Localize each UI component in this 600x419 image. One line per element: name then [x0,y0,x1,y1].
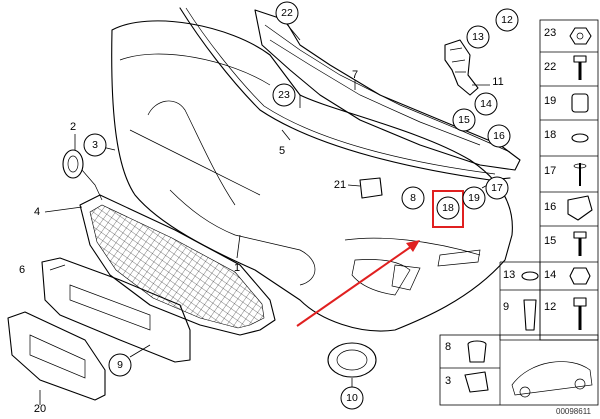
panel-label-3: 3 [445,375,451,387]
callout-3: 3 [83,133,107,157]
document-id: 00098611 [556,407,592,416]
panel-label-16: 16 [544,201,556,213]
panel-label-17: 17 [544,165,556,177]
panel-label-23: 23 [544,27,556,39]
panel-label-15: 15 [544,235,556,247]
svg-text:17: 17 [491,182,503,194]
panel-label-18: 18 [544,129,556,141]
callout-1: 1 [234,262,240,274]
svg-text:12: 12 [501,14,513,26]
side-parts-panel [439,19,599,406]
callout-20: 20 [34,403,46,415]
callout-17: 17 [485,176,509,200]
callout-11: 11 [492,76,503,88]
license-plate-base [41,257,191,363]
svg-text:23: 23 [278,89,290,101]
svg-text:9: 9 [117,359,123,371]
callout-9-main: 9 [108,353,132,377]
callout-18-main: 18 [436,196,460,220]
callout-8-main: 8 [401,186,425,210]
panel-label-14: 14 [544,269,556,281]
callout-21: 21 [334,179,346,191]
svg-text:13: 13 [472,31,484,43]
upper-trim-strip [179,7,511,181]
fog-lamp-ring [327,342,377,378]
panel-label-13: 13 [503,269,515,281]
callout-22-top: 22 [275,1,299,25]
callout-14: 14 [474,92,498,116]
grille [79,194,276,336]
panel-label-22: 22 [544,61,556,73]
side-part-icons [464,27,593,398]
callout-4: 4 [34,206,40,218]
callout-6: 6 [19,264,25,276]
callout-12: 12 [495,8,519,32]
callout-2: 2 [70,121,76,133]
small-tag [359,177,383,199]
red-arrow [296,240,420,327]
panel-label-8: 8 [445,341,451,353]
panel-label-19: 19 [544,95,556,107]
callout-5: 5 [279,145,285,157]
lamp-cap [62,149,103,201]
bracket-part [444,39,479,96]
callout-13: 13 [466,25,490,49]
svg-text:8: 8 [410,192,416,204]
license-plate-holder [7,311,106,401]
svg-text:14: 14 [480,98,492,110]
svg-text:3: 3 [92,139,98,151]
callout-10: 10 [340,386,364,410]
svg-text:16: 16 [493,130,505,142]
callout-19: 19 [462,186,486,210]
svg-text:10: 10 [346,392,358,404]
svg-text:15: 15 [458,114,470,126]
callout-7: 7 [352,69,358,81]
svg-text:18: 18 [442,202,454,214]
bumper-carrier [254,9,521,171]
callout-23: 23 [272,83,296,107]
callout-16: 16 [487,124,511,148]
panel-label-12: 12 [544,301,556,313]
panel-label-9: 9 [503,301,509,313]
svg-text:19: 19 [468,192,480,204]
svg-text:22: 22 [281,7,293,19]
highlight-box [432,190,464,228]
callout-15: 15 [452,108,476,132]
